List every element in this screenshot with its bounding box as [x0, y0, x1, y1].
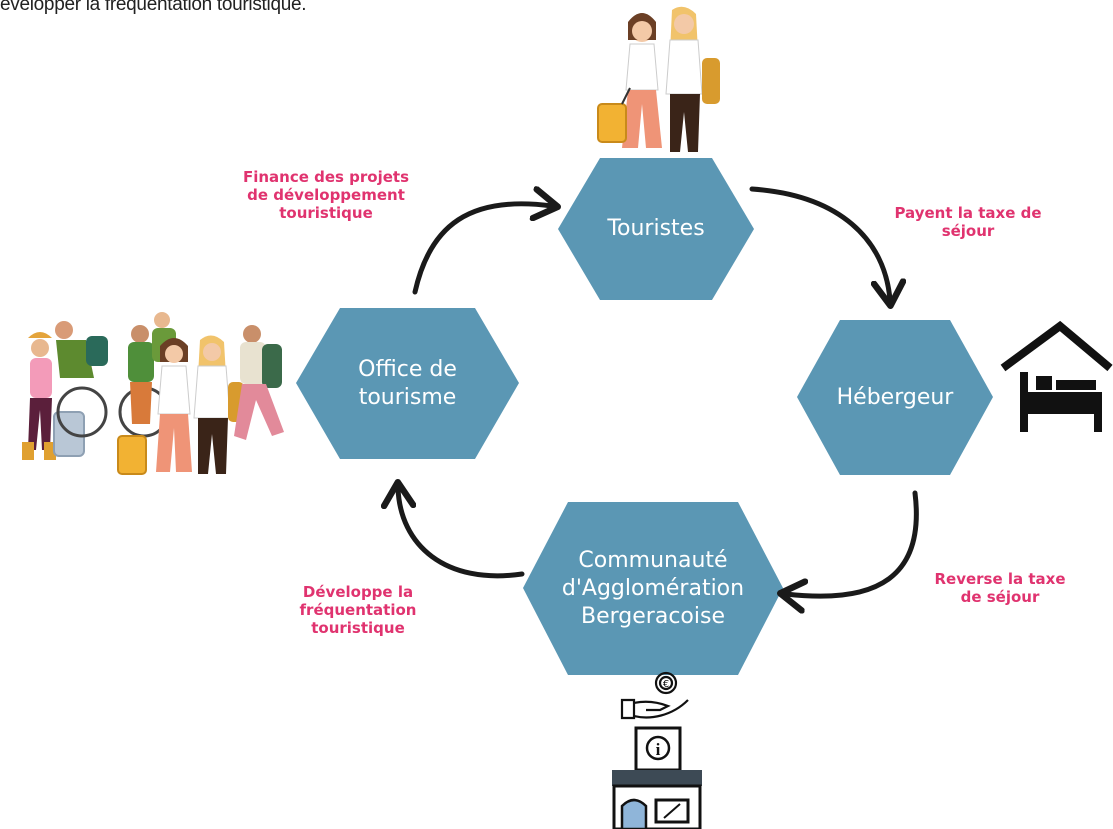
node-communaute: Communauté d'Agglomération Bergeracoise: [561, 547, 745, 629]
hexagon-hebergeur: [797, 320, 993, 475]
hand-coin-icon: €: [620, 671, 689, 720]
node-touristes: Touristes: [607, 216, 705, 241]
hexagon-communaute: [523, 502, 783, 675]
label-office-to-touristes: Finance des projets de développement tou…: [242, 168, 410, 222]
hexagon-touristes: [558, 158, 754, 300]
tourist-group-illustration: [22, 312, 284, 475]
node-office: Office de tourisme: [358, 356, 457, 410]
node-hebergeur: Hébergeur: [836, 384, 954, 410]
svg-text:€: €: [663, 679, 669, 690]
tourists-illustration: [597, 6, 720, 152]
arrow-hebergeur-to-communaute: [786, 490, 919, 596]
arrow-touristes-to-hebergeur: [749, 186, 890, 300]
hexagon-office: [296, 308, 519, 459]
intro-text: évelopper la fréquentation touristique.: [0, 0, 307, 15]
hotel-bed-icon: [1000, 320, 1113, 432]
arrow-office-to-touristes: [412, 204, 552, 295]
label-hebergeur-to-communaute: Reverse la taxe de séjour: [934, 570, 1066, 606]
tourist-office-building-icon: i: [612, 726, 702, 829]
svg-text:i: i: [656, 740, 661, 759]
arrow-communaute-to-office: [398, 488, 525, 579]
label-communaute-to-office: Développe la fréquentation touristique: [299, 583, 417, 637]
label-touristes-to-hebergeur: Payent la taxe de séjour: [894, 204, 1042, 240]
